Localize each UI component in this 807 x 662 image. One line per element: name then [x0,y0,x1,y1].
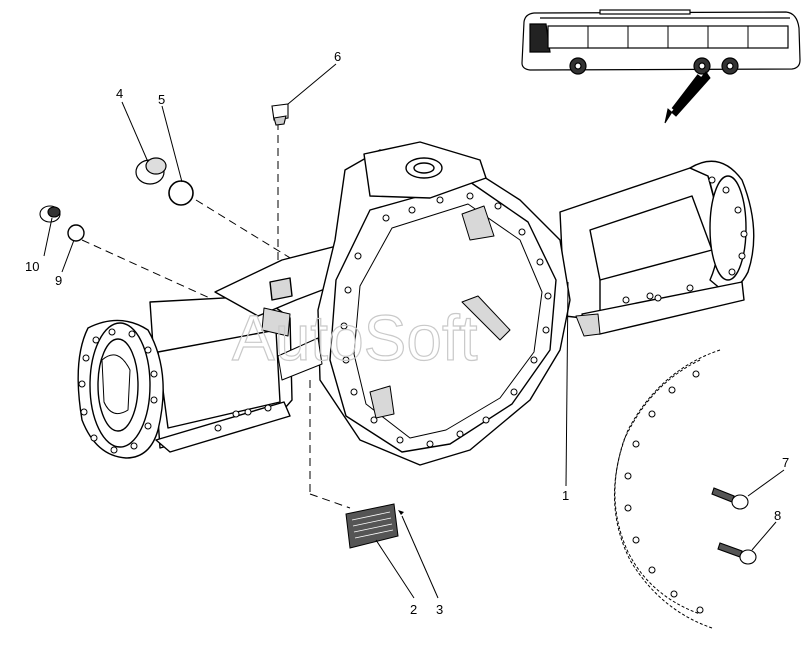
callout-3: 3 [436,602,443,617]
leader-lines [43,63,785,599]
callout-10: 10 [25,259,39,274]
locator-arrow-shaft [671,74,703,112]
part-5-o-ring [168,180,194,206]
part-3-rivet [398,510,404,515]
locator-arrow [664,71,711,124]
callout-2: 2 [410,602,417,617]
part-6-plug [271,103,289,126]
callout-4: 4 [116,86,123,101]
part-4-cap [135,157,167,185]
part-7-bolt [711,487,749,510]
callout-6: 6 [334,49,341,64]
part-9-washer [67,224,85,242]
callout-7: 7 [782,455,789,470]
part-2-nameplate [345,503,399,549]
watermark-text: AutoSoft [232,302,478,374]
callout-1: 1 [562,488,569,503]
part-10-plug [39,205,61,223]
cover-gasket [614,349,721,629]
bus-locator-icon [521,9,801,75]
callout-5: 5 [158,92,165,107]
assembly-guide-lines [81,122,351,509]
callout-8: 8 [774,508,781,523]
axle-housing [77,141,755,466]
part-8-bolt [717,542,757,565]
callout-9: 9 [55,273,62,288]
